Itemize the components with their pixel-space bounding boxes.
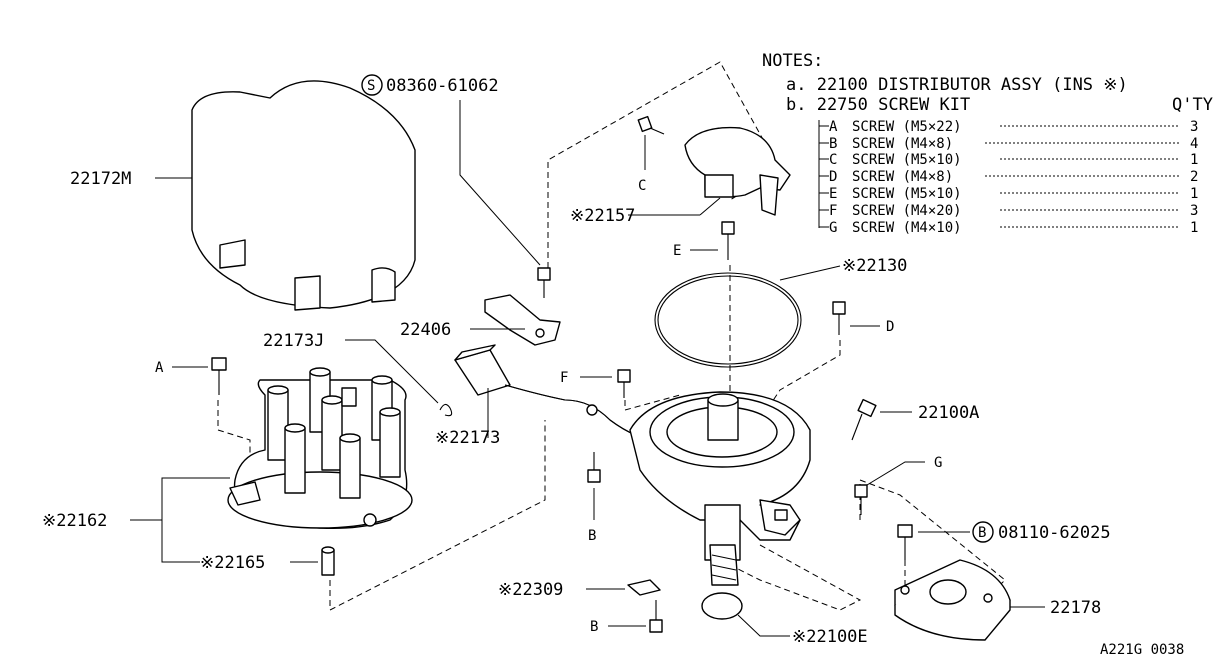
note-a: a. 22100 DISTRIBUTOR ASSY (INS ※) xyxy=(786,75,1128,95)
screw-row-letter: C xyxy=(829,152,837,168)
label-22309: ※22309 xyxy=(498,580,563,600)
screw-b-lower: B xyxy=(590,600,663,635)
bolt-s-08360: S 08360-61062 xyxy=(361,74,551,298)
screw-row-letter: G xyxy=(829,220,837,236)
screw-c: C xyxy=(637,115,665,194)
screw-row-desc: SCREW (M4×8) xyxy=(852,169,953,185)
label-22173j: 22173J xyxy=(263,331,324,351)
label-f: F xyxy=(560,370,568,386)
figure-code: A221G 0038 xyxy=(1100,642,1184,658)
note-b: b. 22750 SCREW KIT xyxy=(786,95,970,115)
label-g: G xyxy=(934,455,942,471)
screw-row-letter: A xyxy=(829,119,838,135)
distributor-housing-22100 xyxy=(629,391,811,586)
screw-row-desc: SCREW (M5×22) xyxy=(852,119,962,135)
screw-row-f: F SCREW (M4×20) 3 xyxy=(819,203,1198,219)
qty-header: Q'TY xyxy=(1172,95,1213,115)
label-08110-62025: 08110-62025 xyxy=(998,523,1111,543)
label-e: E xyxy=(673,243,681,259)
screw-row-desc: SCREW (M5×10) xyxy=(852,152,962,168)
clip-22173j: 22173J xyxy=(263,331,453,417)
label-22165: ※22165 xyxy=(200,553,265,573)
o-ring-22130: ※22130 xyxy=(654,256,907,368)
label-b-lower: B xyxy=(590,619,598,635)
label-d: D xyxy=(886,319,894,335)
screw-row-qty: 1 xyxy=(1190,220,1198,236)
screw-row-letter: B xyxy=(829,136,837,152)
screw-row-qty: 4 xyxy=(1190,136,1198,152)
plate-22178: 22178 xyxy=(894,559,1101,641)
label-a: A xyxy=(155,360,164,376)
screw-row-qty: 3 xyxy=(1190,119,1198,135)
screw-row-letter: E xyxy=(829,186,837,202)
label-22178: 22178 xyxy=(1050,598,1101,618)
label-22162: ※22162 xyxy=(42,511,107,531)
screw-row-qty: 3 xyxy=(1190,203,1198,219)
part-22309: ※22309 xyxy=(498,579,661,600)
bracket-22406: 22406 xyxy=(400,294,561,346)
screw-a: A xyxy=(155,357,227,395)
screw-d: D xyxy=(832,301,894,335)
label-08360-61062: 08360-61062 xyxy=(386,76,499,96)
label-22172m: 22172M xyxy=(70,169,131,189)
screw-row-qty: 1 xyxy=(1190,186,1198,202)
bolt-b-08110: B 08110-62025 xyxy=(897,521,1111,560)
label-b-upper: B xyxy=(588,528,596,544)
screw-row-desc: SCREW (M4×8) xyxy=(852,136,953,152)
part-22165: ※22165 xyxy=(161,520,335,576)
label-22406: 22406 xyxy=(400,320,451,340)
o-ring-22100e: ※22100E xyxy=(701,592,868,647)
label-22130: ※22130 xyxy=(842,256,907,276)
screw-row-a: A SCREW (M5×22) 3 xyxy=(819,119,1198,135)
label-22100e: ※22100E xyxy=(792,627,868,647)
screw-row-letter: F xyxy=(829,203,837,219)
screw-row-desc: SCREW (M4×10) xyxy=(852,220,962,236)
s-circle-letter: S xyxy=(367,78,375,94)
distributor-cap-22162: ※22162 xyxy=(42,367,413,531)
screw-row-letter: D xyxy=(829,169,837,185)
screw-22100a: 22100A xyxy=(851,398,979,441)
notes-title: NOTES: xyxy=(762,51,823,71)
screw-row-c: C SCREW (M5×10) 1 xyxy=(819,152,1198,168)
screw-g: G xyxy=(854,455,942,515)
label-22100a: 22100A xyxy=(918,403,979,423)
label-22157: ※22157 xyxy=(570,206,635,226)
distributor-cover-22172m: 22172M xyxy=(70,80,416,311)
connector-22173: ※22173 xyxy=(435,344,651,448)
screw-row-desc: SCREW (M4×20) xyxy=(852,203,962,219)
screw-row-desc: SCREW (M5×10) xyxy=(852,186,962,202)
notes-block: NOTES: a. 22100 DISTRIBUTOR ASSY (INS ※)… xyxy=(762,51,1213,236)
b-circle-letter: B xyxy=(978,525,986,541)
label-c: C xyxy=(638,178,646,194)
screw-row-e: E SCREW (M5×10) 1 xyxy=(819,186,1198,202)
screw-b-upper: B xyxy=(587,452,601,544)
rotor-22157: ※22157 xyxy=(570,126,791,226)
label-22173: ※22173 xyxy=(435,428,500,448)
screw-f: F xyxy=(560,369,631,398)
cap-towers xyxy=(267,367,401,499)
screw-row-b: B SCREW (M4×8) 4 xyxy=(819,136,1198,152)
screw-row-d: D SCREW (M4×8) 2 xyxy=(819,169,1198,185)
screw-row-qty: 2 xyxy=(1190,169,1198,185)
screw-row-g: G SCREW (M4×10) 1 xyxy=(819,220,1198,236)
screw-row-qty: 1 xyxy=(1190,152,1198,168)
screw-e: E xyxy=(673,221,735,260)
